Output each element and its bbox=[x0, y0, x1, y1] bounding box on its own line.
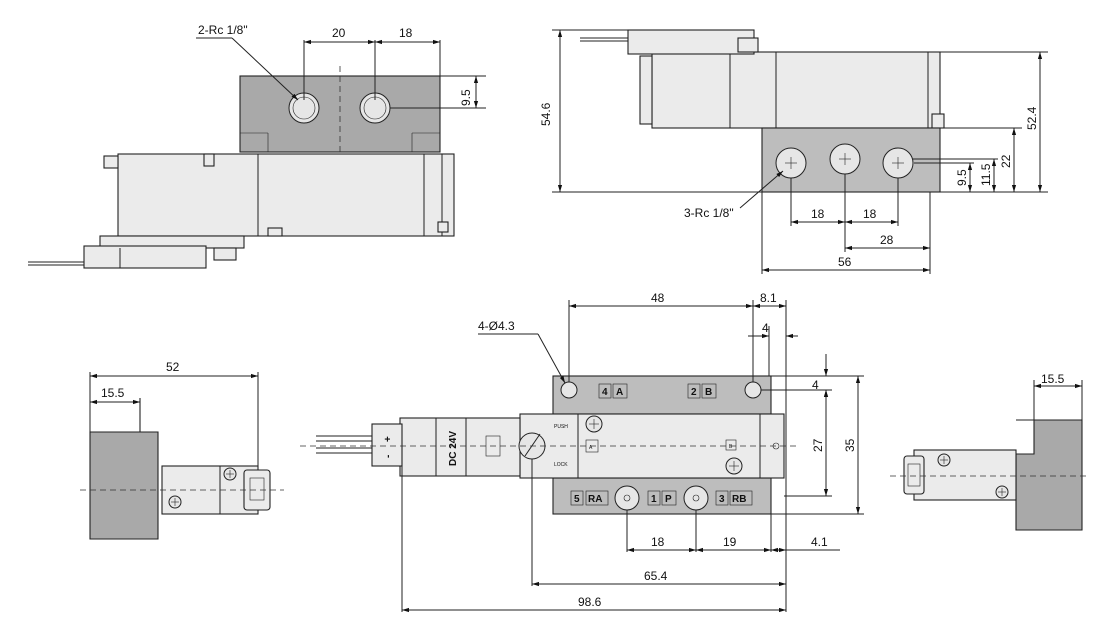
dim-tr-11-5: 11.5 bbox=[979, 163, 993, 186]
side-b-mark: B bbox=[729, 444, 733, 450]
tl-connector bbox=[83, 245, 207, 269]
bottom-left-view bbox=[80, 372, 284, 540]
plan-port-hole-2 bbox=[683, 485, 709, 511]
dim-tl-18: 18 bbox=[399, 26, 413, 40]
dim-bm-27: 27 bbox=[811, 438, 825, 452]
mount-hole-2 bbox=[744, 381, 762, 399]
lock-label: LOCK bbox=[554, 462, 568, 468]
dim-bm-19: 19 bbox=[723, 535, 737, 549]
dim-bm-48: 48 bbox=[651, 291, 665, 305]
plan-view bbox=[300, 300, 864, 613]
dim-bl-52: 52 bbox=[166, 360, 180, 374]
minus-mark: - bbox=[383, 455, 394, 458]
plan-base-top bbox=[552, 375, 772, 415]
port-2-number: 2 bbox=[691, 387, 697, 398]
port-1-number: 1 bbox=[651, 494, 657, 505]
port-3-number: 3 bbox=[719, 494, 725, 505]
dim-bm-65-4: 65.4 bbox=[644, 569, 668, 583]
dim-bm-8-1: 8.1 bbox=[760, 291, 777, 305]
dim-bl-15-5: 15.5 bbox=[101, 386, 125, 400]
dim-bm-18: 18 bbox=[651, 535, 665, 549]
dim-tr-18b: 18 bbox=[863, 207, 877, 221]
tl-valve-body bbox=[117, 153, 455, 237]
dim-tr-22: 22 bbox=[999, 154, 1013, 168]
tr-port-callout: 3-Rc 1/8" bbox=[684, 206, 734, 220]
tr-connector bbox=[627, 29, 755, 55]
mount-hole-callout: 4-Ø4.3 bbox=[478, 319, 515, 333]
plus-mark: + bbox=[383, 436, 394, 442]
plan-port-hole-1 bbox=[614, 485, 640, 511]
dim-bm-35: 35 bbox=[843, 438, 857, 452]
plan-coil bbox=[399, 417, 521, 477]
port-4-number: 4 bbox=[602, 387, 608, 398]
port-5-number: 5 bbox=[574, 494, 580, 505]
dim-br-15-5: 15.5 bbox=[1041, 372, 1065, 386]
tl-port-callout: 2-Rc 1/8" bbox=[198, 23, 248, 37]
dim-bm-98-6: 98.6 bbox=[578, 595, 602, 609]
port-1-letter: P bbox=[665, 494, 672, 505]
dim-tl-20: 20 bbox=[332, 26, 346, 40]
port-4-letter: A bbox=[616, 387, 623, 398]
dim-tr-28: 28 bbox=[880, 233, 894, 247]
port-2-letter: B bbox=[705, 387, 712, 398]
dim-tr-54-6: 54.6 bbox=[539, 102, 553, 126]
voltage-label: DC 24V bbox=[448, 431, 459, 466]
br-block bbox=[1015, 419, 1083, 531]
dim-bm-4b: 4 bbox=[812, 378, 819, 392]
bottom-right-view bbox=[890, 380, 1090, 531]
dim-tr-18a: 18 bbox=[811, 207, 825, 221]
dim-bm-4a: 4 bbox=[762, 321, 769, 335]
port-3-letter: RB bbox=[732, 494, 746, 505]
dim-tl-9-5: 9.5 bbox=[459, 89, 473, 106]
port-5-letter: RA bbox=[588, 494, 602, 505]
bl-block bbox=[89, 398, 159, 540]
dim-tr-52-4: 52.4 bbox=[1025, 106, 1039, 130]
top-left-view bbox=[28, 37, 486, 269]
mount-hole-1 bbox=[560, 381, 578, 399]
dim-tr-56: 56 bbox=[838, 255, 852, 269]
dim-bm-4-1: 4.1 bbox=[811, 535, 828, 549]
dim-tr-9-5: 9.5 bbox=[955, 169, 969, 186]
push-label: PUSH bbox=[554, 424, 568, 430]
tr-valve-body bbox=[651, 51, 941, 129]
top-right-view bbox=[552, 29, 1048, 274]
side-a-mark: A bbox=[589, 445, 593, 451]
